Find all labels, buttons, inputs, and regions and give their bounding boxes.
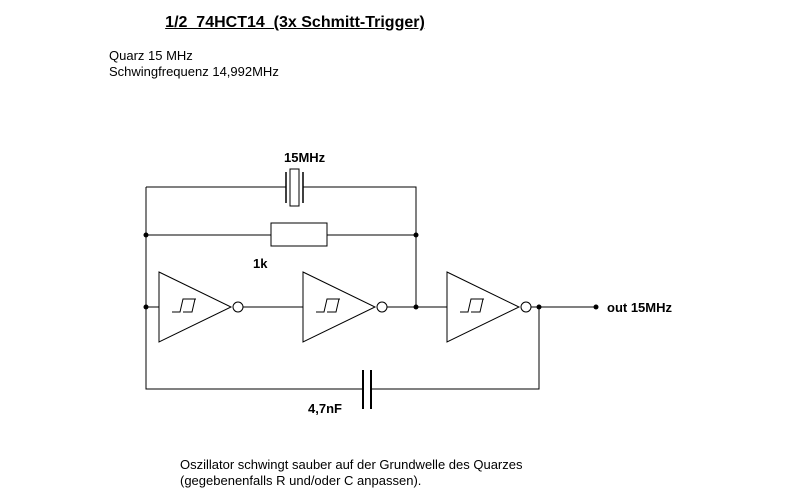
- resistor-symbol: [270, 222, 328, 247]
- crystal-label: 15MHz: [284, 150, 326, 165]
- capacitor-wire-left: [145, 307, 363, 390]
- schmitt-inverter-2: [302, 271, 388, 343]
- capacitor-wire-right: [371, 307, 540, 390]
- junction-dot: [413, 232, 419, 238]
- crystal-wire-top-right: [303, 186, 417, 307]
- resistor-label: 1k: [253, 256, 268, 271]
- title-text: 1/2 74HCT14 (3x Schmitt-Trigger): [165, 14, 425, 31]
- quartz-spec: Quarz 15 MHz: [109, 48, 193, 63]
- schmitt-inverter-1: [158, 271, 244, 343]
- capacitor-symbol: [362, 370, 372, 409]
- output-terminal-dot: [593, 304, 599, 310]
- footnote-line-1: Oszillator schwingt sauber auf der Grund…: [180, 457, 523, 472]
- capacitor-label: 4,7nF: [308, 401, 342, 416]
- footnote: Oszillator schwingt sauber auf der Grund…: [180, 457, 523, 489]
- crystal-symbol: [285, 168, 304, 207]
- oscillation-frequency: Schwingfrequenz 14,992MHz: [109, 64, 279, 79]
- schematic-title: 1/2 74HCT14 (3x Schmitt-Trigger): [0, 14, 794, 32]
- junction-dot: [413, 304, 419, 310]
- junction-dot: [143, 232, 149, 238]
- schmitt-inverter-3: [446, 271, 532, 343]
- output-label: out 15MHz: [607, 300, 673, 315]
- junction-dot: [536, 304, 542, 310]
- junction-dot: [143, 304, 149, 310]
- info-block: Quarz 15 MHz Schwingfrequenz 14,992MHz: [109, 48, 279, 80]
- footnote-line-2: (gegebenenfalls R und/oder C anpassen).: [180, 473, 422, 488]
